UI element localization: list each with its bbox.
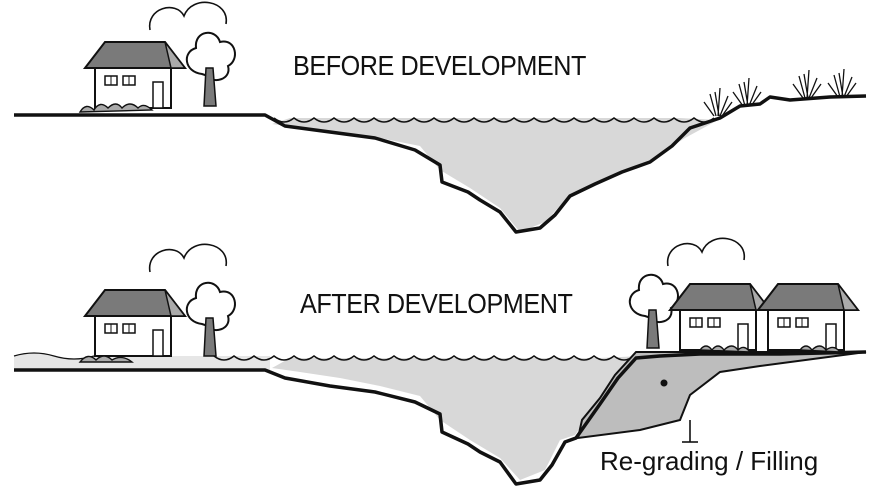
regrading-filling-label: Re-grading / Filling: [600, 446, 819, 476]
after-panel: [13, 237, 867, 486]
before-development-title: BEFORE DEVELOPMENT: [293, 50, 586, 81]
grass-icon: [732, 77, 762, 107]
after-development-title: AFTER DEVELOPMENT: [300, 288, 573, 319]
cloud-icon: [666, 237, 746, 267]
house-icon: [669, 283, 771, 351]
water-surface-after: [213, 355, 635, 361]
shrub-icon: [78, 355, 134, 363]
grass-icon: [827, 68, 857, 98]
house-icon: [757, 283, 859, 351]
lake-water-after: [272, 356, 640, 480]
shrub-icon: [698, 345, 842, 353]
left-bank-line: [13, 352, 95, 360]
house-icon: [84, 289, 186, 357]
left-bank-fill: [14, 353, 270, 370]
fill-marker-dot: [660, 379, 668, 387]
ground-profile-before: [14, 94, 867, 234]
house-icon: [84, 41, 186, 109]
cloud-icon: [148, 1, 228, 31]
shrub-icon: [78, 103, 154, 113]
regrading-fill-area: [576, 351, 867, 440]
cloud-icon: [148, 243, 228, 273]
grass-icon: [792, 69, 822, 99]
tree-icon: [628, 273, 679, 349]
lake-water-before: [272, 118, 718, 232]
tree-icon: [185, 31, 236, 107]
water-surface-before: [273, 117, 715, 123]
before-panel: [14, 1, 867, 234]
tree-icon: [185, 281, 236, 357]
ground-profile-after: [14, 350, 867, 486]
